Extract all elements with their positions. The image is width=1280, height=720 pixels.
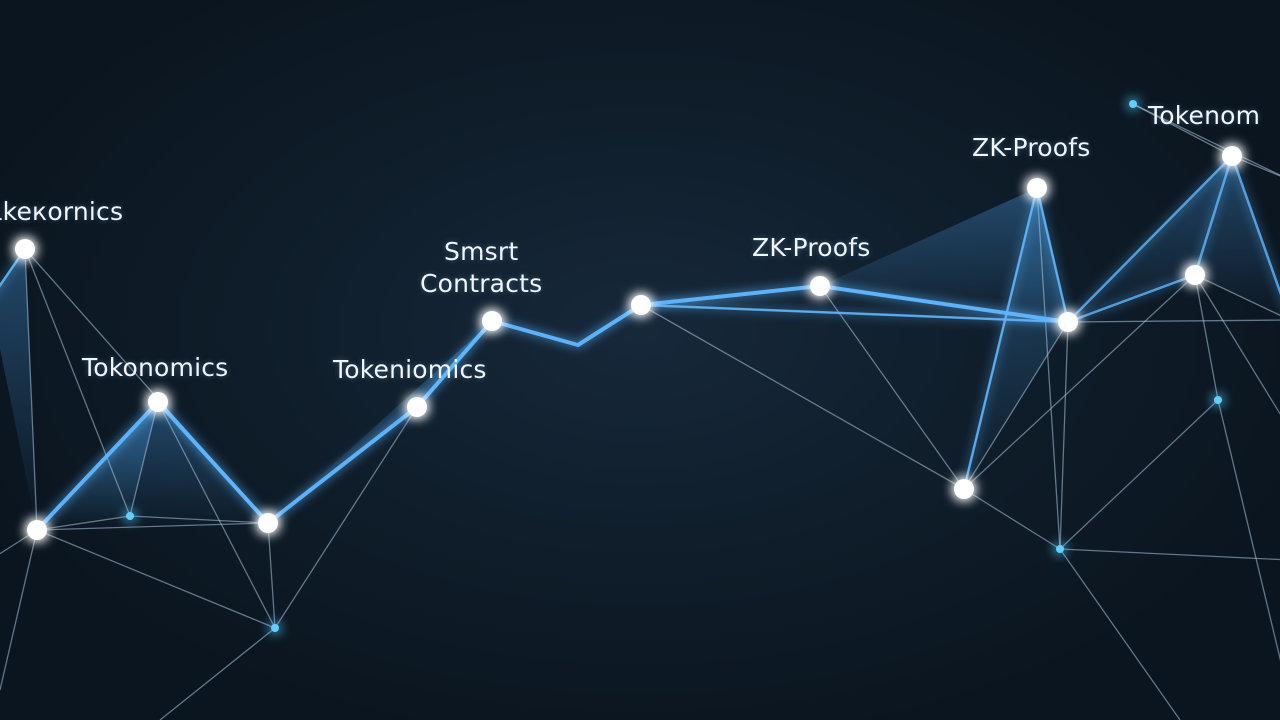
connector-line <box>819 285 965 490</box>
graph-node <box>15 239 35 259</box>
small-node <box>1129 100 1137 108</box>
small-node <box>126 512 134 520</box>
glow-line <box>640 303 1069 324</box>
connector-line <box>1194 274 1219 401</box>
connector-line <box>1217 399 1280 662</box>
glow-line <box>1067 273 1196 324</box>
graph-node <box>954 479 974 499</box>
connector-line <box>1194 274 1280 415</box>
label-tokenom-right: Tokenom <box>1148 101 1261 130</box>
connector-line <box>24 248 131 517</box>
connector-line <box>1231 155 1280 177</box>
glow-line <box>1193 155 1234 276</box>
graph-node <box>1027 178 1047 198</box>
bright-nodes <box>15 146 1242 540</box>
label-zk-proofs-center: ZK-Proofs <box>752 233 871 262</box>
connector-line <box>1059 399 1219 550</box>
graph-node <box>27 520 47 540</box>
label-tokonomics: Tokonomics <box>82 353 229 382</box>
connector-line <box>0 529 38 691</box>
connector-line <box>963 488 1061 550</box>
connector-line <box>963 274 1196 490</box>
connector-line <box>159 627 276 720</box>
connector-line <box>1132 103 1280 176</box>
glow-line <box>1035 187 1070 323</box>
connector-line <box>157 401 276 629</box>
glow-line <box>962 187 1039 490</box>
small-node <box>1214 396 1222 404</box>
graph-node <box>1058 312 1078 332</box>
glow-line <box>416 320 493 408</box>
label-smart-contracts: Smsrt Contracts <box>420 237 543 298</box>
graph-node <box>407 397 427 417</box>
triangle-areas <box>0 156 1280 530</box>
connector-line <box>640 304 965 490</box>
small-nodes <box>126 100 1222 632</box>
glow-line <box>1067 155 1233 323</box>
label-zk-proofs-right: ZK-Proofs <box>972 133 1091 162</box>
graph-node <box>810 276 830 296</box>
label-tokeniomics: Tokeniomics <box>333 355 487 384</box>
triangle-area <box>1195 156 1280 316</box>
connector-line <box>1067 319 1280 323</box>
connector-line <box>963 321 1069 490</box>
graph-node <box>482 311 502 331</box>
glow-line <box>0 248 27 288</box>
connector-line <box>24 248 38 531</box>
connector-line <box>1194 274 1280 316</box>
connector-line <box>1059 548 1181 720</box>
graph-node <box>631 295 651 315</box>
connector-line <box>36 515 131 531</box>
graph-node <box>1222 146 1242 166</box>
connector-line <box>267 522 276 629</box>
connector-line <box>274 406 418 629</box>
graph-node <box>148 392 168 412</box>
connector-line <box>1036 187 1061 550</box>
triangle-area <box>268 321 492 523</box>
small-node <box>271 624 279 632</box>
thin-connector-lines <box>0 103 1280 720</box>
label-left-edge: ɩkeкоrnics <box>0 197 124 226</box>
glow-line <box>1230 155 1280 296</box>
triangle-area <box>820 188 1068 322</box>
connector-line <box>36 522 269 531</box>
connector-line <box>1059 548 1280 561</box>
connector-line <box>129 401 159 517</box>
connector-line <box>36 529 276 629</box>
connector-line <box>1059 321 1069 550</box>
graph-node <box>1185 265 1205 285</box>
small-node <box>1056 545 1064 553</box>
graph-node <box>258 513 278 533</box>
connector-line <box>129 515 269 524</box>
